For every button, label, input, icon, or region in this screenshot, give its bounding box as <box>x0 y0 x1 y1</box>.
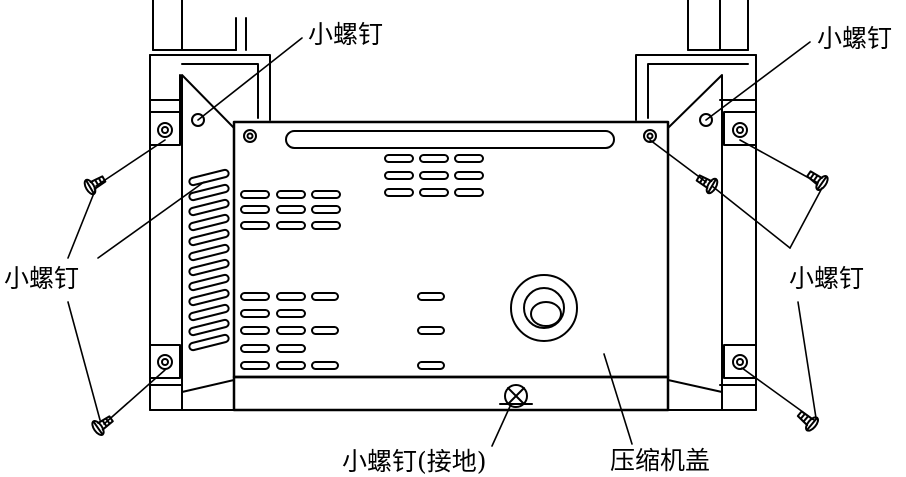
pipe-fitting <box>510 274 578 342</box>
vent-slot <box>311 190 341 199</box>
bracket-vent-slot <box>188 273 230 292</box>
vent-slot <box>419 188 449 197</box>
vent-slot <box>240 292 270 301</box>
vent-slot <box>240 221 270 230</box>
vent-slot <box>240 309 270 318</box>
vent-slot <box>240 361 270 370</box>
vent-slot <box>276 205 306 214</box>
vent-slot <box>384 154 414 163</box>
vent-slot <box>454 171 484 180</box>
vent-slot <box>276 344 306 353</box>
bracket-vent-slot <box>188 168 230 187</box>
label-screw-top-left: 小螺钉 <box>306 20 386 49</box>
vent-slot <box>454 188 484 197</box>
leader-lines <box>67 37 823 447</box>
right-frame <box>635 0 757 411</box>
vent-slot <box>384 188 414 197</box>
vent-slot <box>384 171 414 180</box>
bracket-vent-slot <box>188 303 230 322</box>
vent-slot <box>240 326 270 335</box>
screw-icon <box>91 415 114 436</box>
vent-slots <box>188 154 484 370</box>
bracket-vent-slot <box>188 288 230 307</box>
bracket-vent-slot <box>188 198 230 217</box>
bracket-vent-slot <box>188 183 230 202</box>
bracket-vent-slot <box>188 258 230 277</box>
vent-slot <box>311 326 339 335</box>
screw-icon <box>796 410 819 432</box>
label-screw-top-right: 小螺钉 <box>815 24 895 53</box>
vent-slot <box>276 190 306 199</box>
left-frame <box>149 0 271 411</box>
vent-slot <box>311 292 339 301</box>
vent-slot <box>276 326 306 335</box>
vent-slot <box>311 361 339 370</box>
bracket-vent-slot <box>188 318 230 337</box>
label-screw-left: 小螺钉 <box>2 264 82 293</box>
bracket-vent-slot <box>188 243 230 262</box>
screw-icon <box>83 175 107 196</box>
vent-slot <box>311 205 341 214</box>
vent-slot <box>240 205 270 214</box>
screw-icon <box>806 170 829 191</box>
bracket-vent-slot <box>188 228 230 247</box>
vent-slot <box>454 154 484 163</box>
vent-slot <box>417 361 445 370</box>
bracket-vent-slot <box>188 333 230 352</box>
vent-slot <box>240 344 270 353</box>
label-compressor-cover: 压缩机盖 <box>608 446 713 475</box>
vent-slot <box>419 154 449 163</box>
bracket-vent-slot <box>188 213 230 232</box>
vent-slot <box>417 326 445 335</box>
screw-holes <box>157 113 748 370</box>
vent-slot <box>276 361 306 370</box>
vent-slot <box>419 171 449 180</box>
ground-screw-icon <box>499 384 533 408</box>
vent-slot <box>276 309 306 318</box>
screw-icon <box>695 174 719 195</box>
compressor-cover-plate <box>232 120 670 412</box>
vent-slot <box>240 190 270 199</box>
label-ground-screw: 小螺钉(接地) <box>340 447 489 476</box>
vent-slot <box>276 292 306 301</box>
vent-slot <box>276 221 306 230</box>
vent-slot <box>417 292 445 301</box>
vent-slot <box>311 221 341 230</box>
label-screw-right: 小螺钉 <box>787 264 867 293</box>
